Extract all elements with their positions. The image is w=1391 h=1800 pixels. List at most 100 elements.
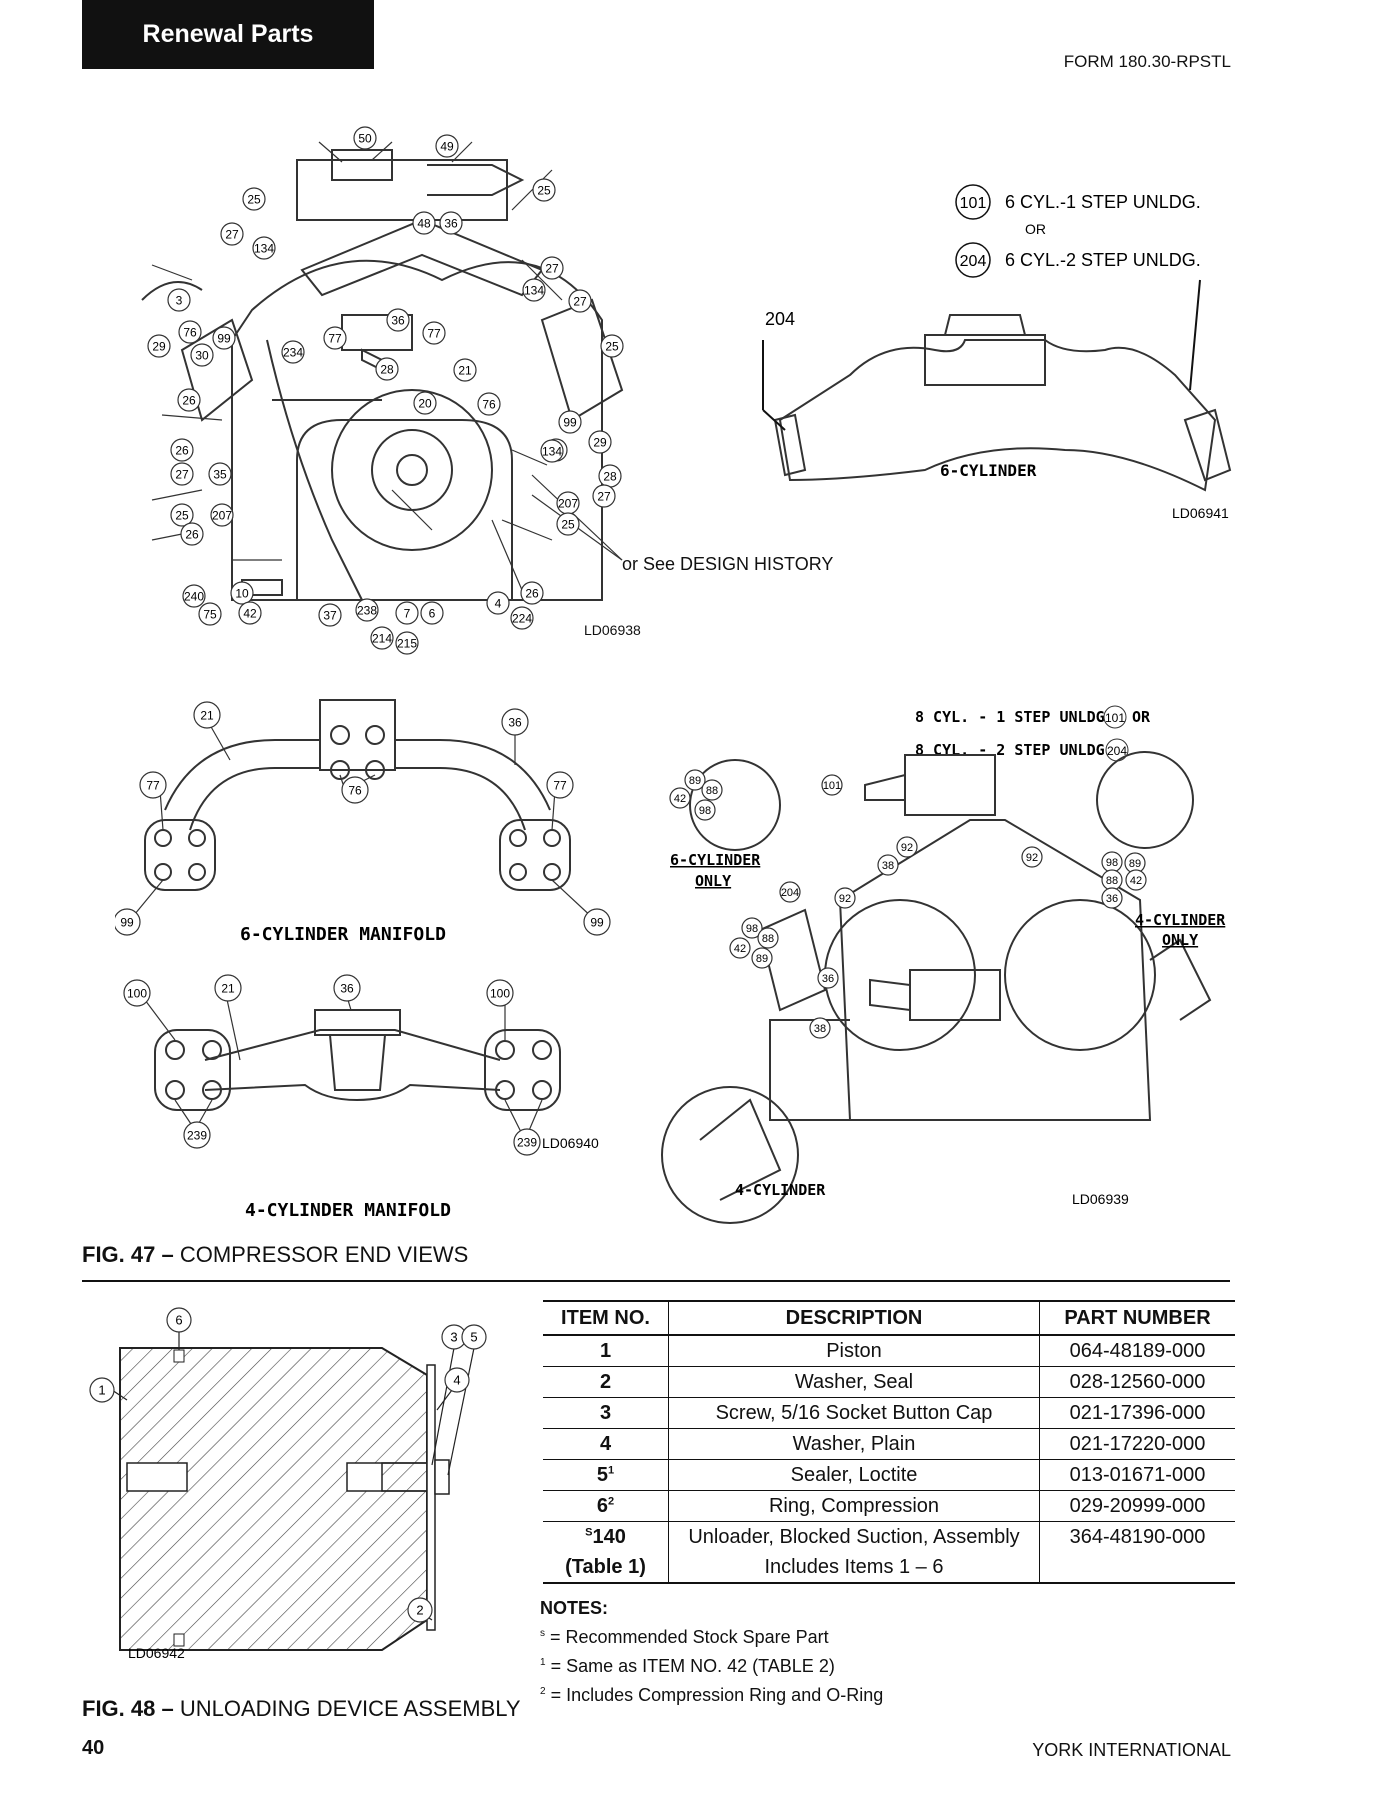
item-no-cell: 51 [543,1459,669,1491]
view3-six-cylinder-only: ONLY [695,872,731,890]
note-same-as-item: 1 = Same as ITEM NO. 42 (TABLE 2) [540,1650,883,1679]
callout-balloon [522,278,546,302]
callout-balloon [412,211,436,235]
legend-item-101-text: 6 CYL.-1 STEP UNLDG. [1005,192,1201,212]
callout-number: 99 [120,915,134,929]
callout-balloon [214,974,242,1002]
view3-four-cylinder-only: ONLY [1162,931,1198,949]
callout-balloon [178,320,202,344]
callout-balloon [751,947,773,969]
callout-balloon [1101,887,1123,909]
callout-balloon [546,771,574,799]
item-no-cell: 62 [543,1490,669,1522]
form-number: FORM 180.30-RPSTL [1063,52,1231,71]
callout-number: 134 [542,444,562,458]
callout-balloon [477,392,501,416]
view3-drawing-code: LD06939 [1072,1191,1129,1207]
section-tab-label: Renewal Parts [142,20,314,48]
callout-balloon [817,967,839,989]
callout-balloon [583,908,611,936]
callout-balloon [355,598,379,622]
callout-balloon [444,1367,470,1393]
callout-balloon [757,927,779,949]
callout-balloon [435,134,459,158]
callout-balloon [501,708,529,736]
callout-number: 98 [746,923,758,935]
fig47-caption: FIG. 47 – COMPRESSOR END VIEWS [82,1242,468,1268]
callout-number: 75 [203,607,217,621]
callout-number: 92 [1026,852,1038,864]
part-number-cell: 028-12560-000 [1039,1366,1235,1398]
callout-number: 26 [185,527,199,541]
callout-number: 36 [444,216,458,230]
callout-balloon [413,391,437,415]
callout-number: 27 [545,261,559,275]
callout-number: 100 [127,986,147,1000]
callout-balloon [486,979,514,1007]
callout-balloon [395,601,419,625]
callout-balloon [1125,869,1147,891]
callout-number: 4 [453,1373,460,1388]
callout-balloon [513,1128,541,1156]
view2-drawing-code: LD06941 [1172,505,1229,521]
callout-number: 99 [217,331,231,345]
callout-balloon [420,601,444,625]
callout-number: 42 [674,793,686,805]
callout-number: 240 [184,589,204,603]
callout-number: 27 [175,467,189,481]
callout-balloon [123,979,151,1007]
callout-number: 76 [183,325,197,339]
fig48-label: FIG. 48 – [82,1696,174,1721]
callout-balloon [439,211,463,235]
description-cell: Includes Items 1 – 6 [668,1552,1040,1584]
table-row: (Table 1)Includes Items 1 – 6 [543,1552,1235,1584]
callout-balloon [375,357,399,381]
callout-number: 27 [225,227,239,241]
item-no-cell: 3 [543,1397,669,1429]
callout-balloon [395,631,419,655]
callout-number: 30 [195,348,209,362]
callout-number: 36 [508,715,522,729]
note-2-text: = Same as ITEM NO. 42 (TABLE 2) [545,1656,835,1676]
part-number-cell: 021-17396-000 [1039,1397,1235,1429]
item-no-cell: 1 [543,1335,669,1367]
item-no-cell: 2 [543,1366,669,1398]
view3-line1: 8 CYL. - 1 STEP UNLDG. [915,708,1114,726]
callout-balloon [684,769,706,791]
callout-number: 239 [187,1128,207,1142]
description-cell: Unloader, Blocked Suction, Assembly [668,1521,1040,1552]
callout-number: 3 [176,293,183,307]
callout-number: 28 [380,362,394,376]
callout-balloon [323,326,347,350]
callout-balloon [779,881,801,903]
fig47-title: COMPRESSOR END VIEWS [179,1242,469,1267]
callout-number: 42 [243,606,257,620]
callout-number: 36 [340,981,354,995]
callout-number: 88 [1106,875,1118,887]
callout-balloon [139,771,167,799]
callout-number: 48 [417,216,431,230]
design-history-note: or See DESIGN HISTORY [622,554,833,574]
callout-balloon [208,462,232,486]
part-number-cell: 021-17220-000 [1039,1428,1235,1460]
legend-item-101-number: 101 [960,195,987,212]
callout-number: 99 [563,415,577,429]
callout-balloon [212,326,236,350]
description-cell: Ring, Compression [668,1490,1040,1522]
callout-number: 21 [200,708,214,722]
callout-balloon [318,603,342,627]
callout-number: 215 [397,636,417,650]
callout-number: 76 [348,783,362,797]
callout-balloon [177,388,201,412]
callout-number: 21 [221,981,235,995]
callout-number: 238 [357,603,377,617]
callout-number: 38 [814,1023,826,1035]
callout-number: 42 [1130,875,1142,887]
callout-number: 37 [323,608,337,622]
